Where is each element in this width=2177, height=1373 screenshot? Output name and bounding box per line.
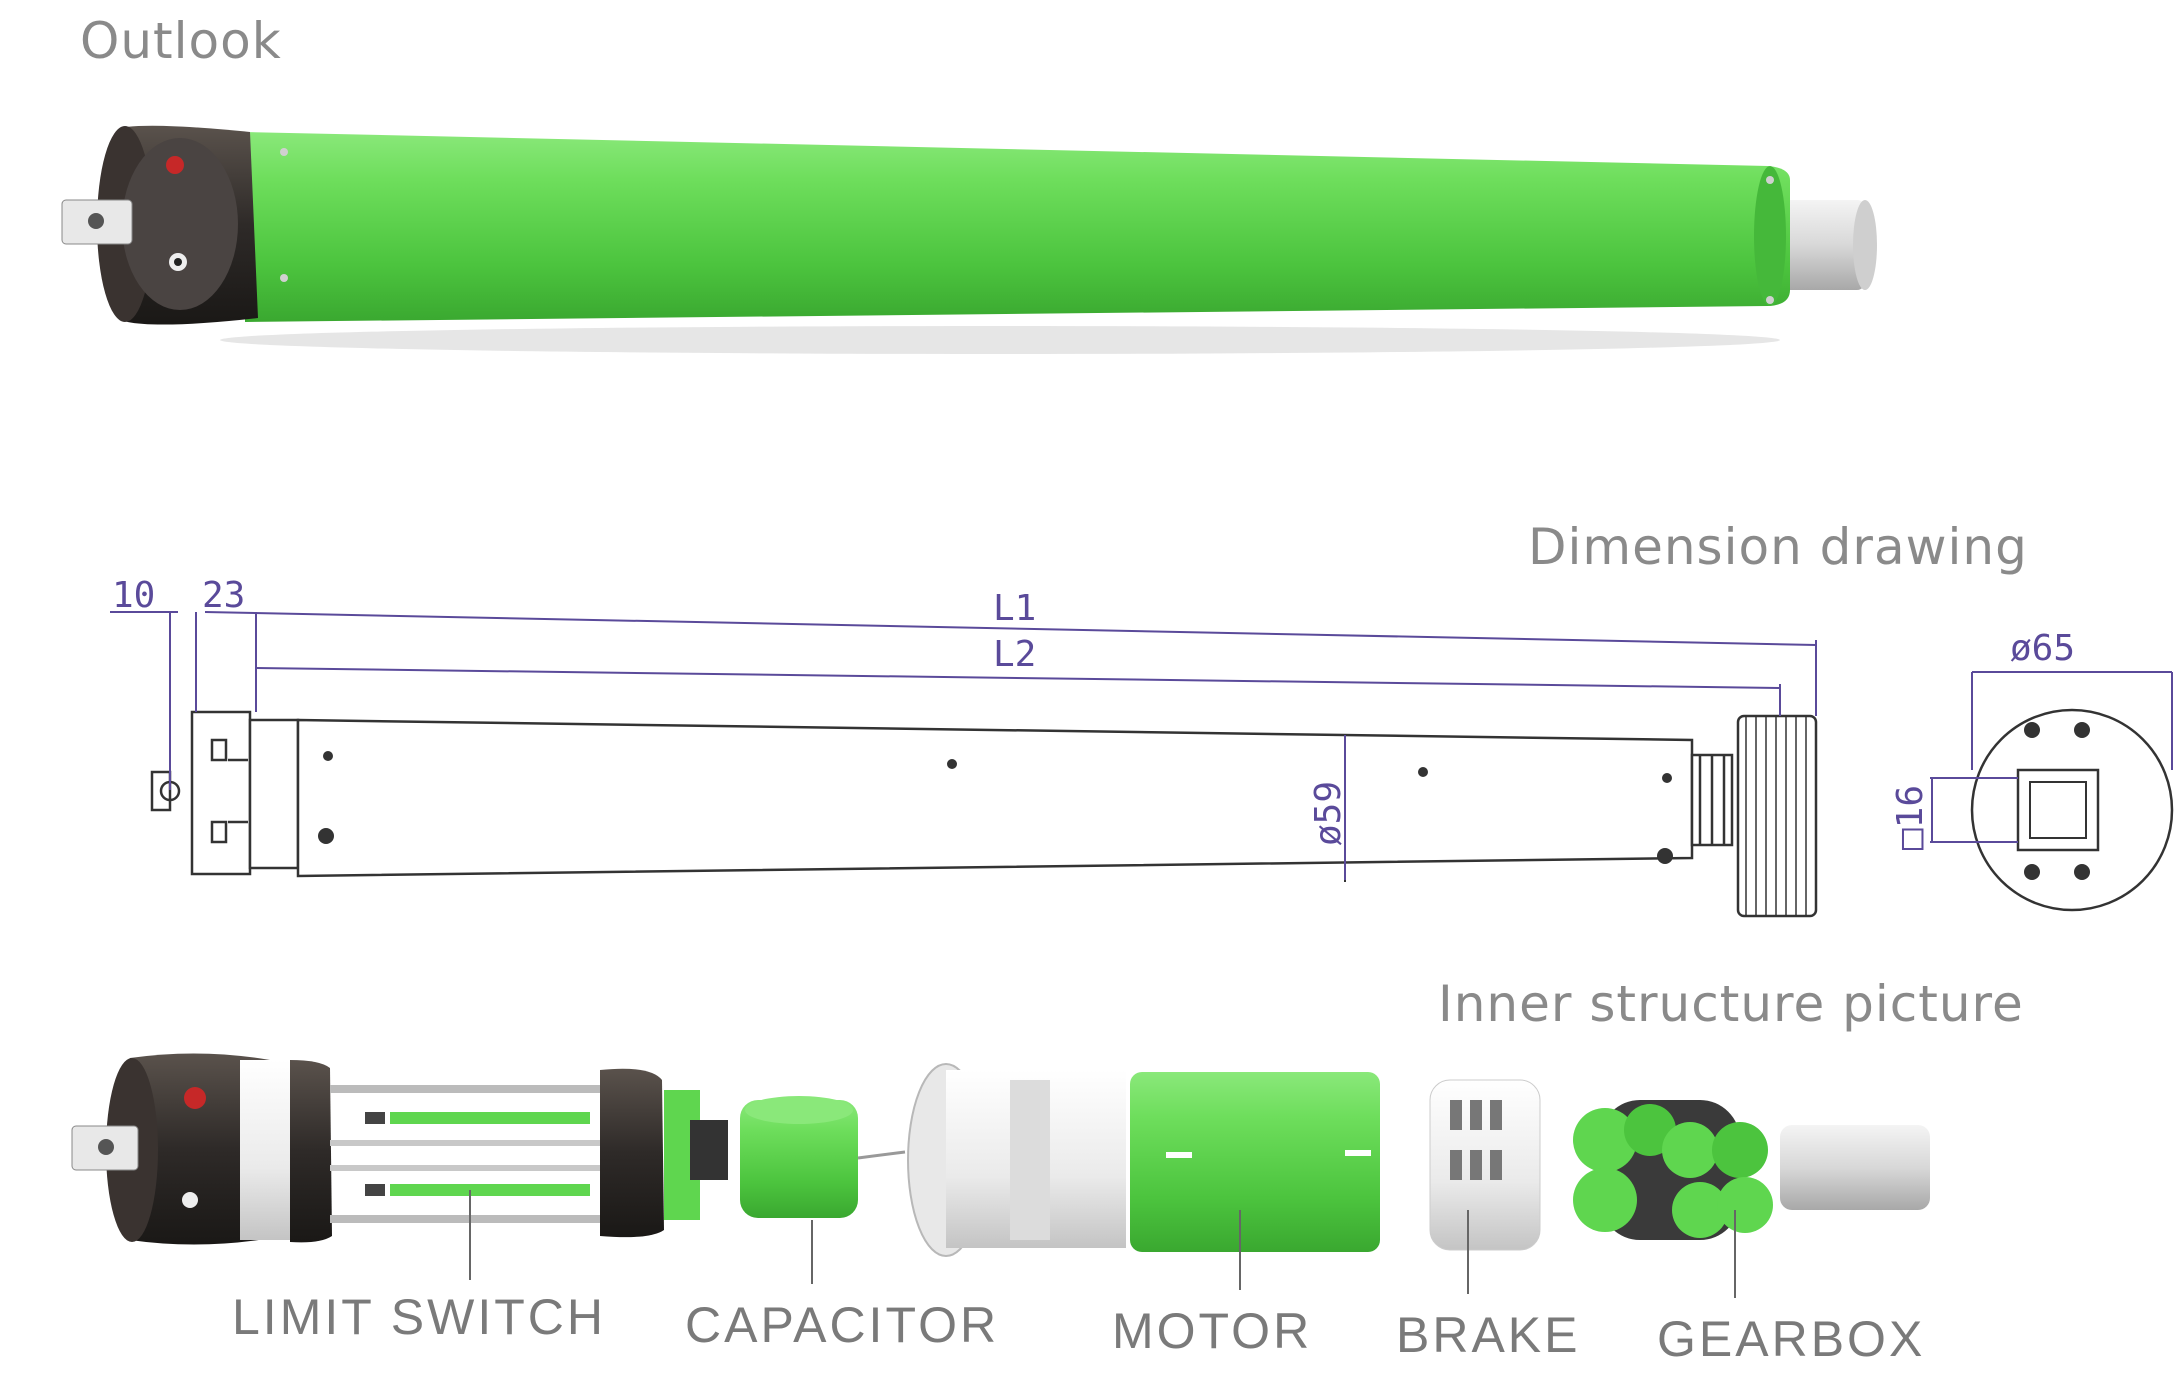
dimension-drawing [150,710,1818,918]
motor-part [907,1063,1380,1257]
dim-23: 23 [202,575,245,616]
dim-l2: L2 [993,634,1036,675]
dimension-drawing-heading: Dimension drawing [1528,518,2028,576]
dim-65: ø65 [2010,628,2075,669]
brake-part [1429,1079,1541,1251]
dimension-lines [110,611,1817,880]
limit-switch-label: LIMIT SWITCH [232,1289,606,1345]
motor-label: MOTOR [1112,1303,1313,1359]
dim-16: □16 [1890,785,1931,850]
end-view [1930,671,2174,912]
capacitor-label: CAPACITOR [685,1297,1000,1353]
dim-l1: L1 [993,588,1036,629]
dim-10: 10 [112,575,155,616]
dim-59: ø59 [1308,781,1349,846]
gearbox-part [1573,1100,1930,1240]
outlook-motor [61,125,1877,354]
limit-switch-part [71,1053,728,1245]
gearbox-label: GEARBOX [1657,1311,1926,1367]
dimension-drawing-dots [318,751,1673,864]
leader-lines [469,1190,1736,1298]
brake-label: BRAKE [1396,1307,1581,1363]
outlook-heading: Outlook [80,12,282,70]
inner-structure-heading: Inner structure picture [1438,975,2024,1033]
capacitor-part [740,1096,906,1218]
